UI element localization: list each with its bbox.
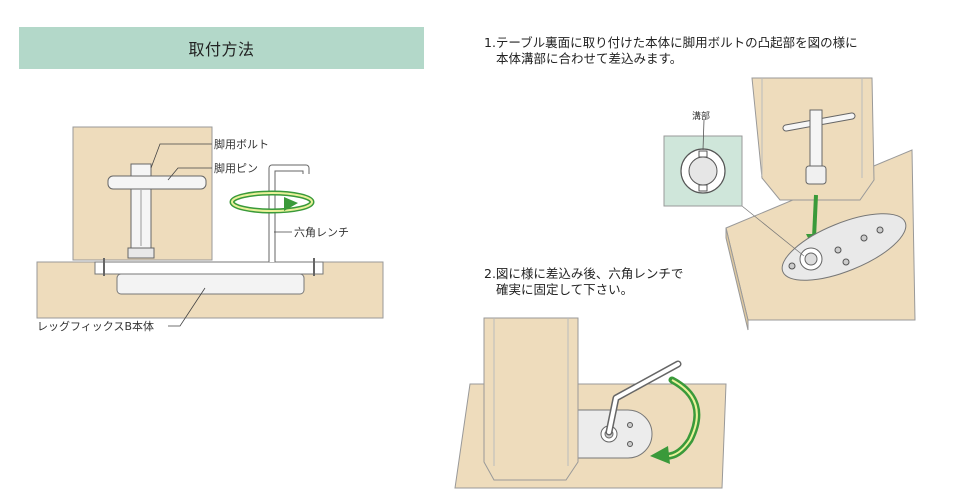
label-leg-bolt: 脚用ボルト (214, 137, 269, 151)
label-leg-pin: 脚用ピン (214, 161, 258, 175)
step-2-text: 2.図に様に差込み後、六角レンチで 確実に固定して下さい。 (484, 266, 683, 298)
step-2-line-1: 2.図に様に差込み後、六角レンチで (484, 266, 684, 281)
section-title: 取付方法 (188, 40, 255, 59)
step-1-line-1: 1.テーブル裏面に取り付けた本体に脚用ボルトの凸起部を図の様に (484, 35, 858, 50)
label-body: レッグフィックスB本体 (37, 319, 154, 333)
step-2-line-2: 確実に固定して下さい。 (496, 282, 634, 297)
label-groove: 溝部 (692, 110, 710, 122)
leg-pin (107, 175, 207, 190)
step-1-text: 1.テーブル裏面に取り付けた本体に脚用ボルトの凸起部を図の様に 本体溝部に合わせ… (484, 35, 858, 67)
section-header: 取付方法 (19, 27, 424, 69)
step2-leg (483, 317, 579, 481)
body-channel (116, 273, 305, 295)
label-hex-wrench: 六角レンチ (294, 226, 349, 239)
step-1-line-2: 本体溝部に合わせて差込みます。 (496, 51, 683, 66)
